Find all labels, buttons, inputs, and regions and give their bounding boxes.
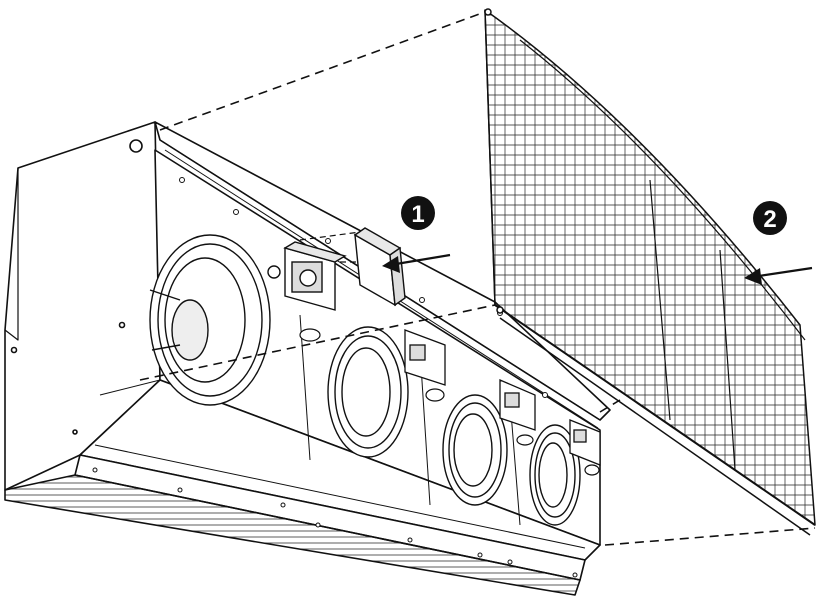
junction-box-3 (499, 379, 536, 431)
rail-screws (92, 177, 578, 578)
junction-box-cover (353, 227, 406, 307)
callout-2-label: 2 (763, 206, 776, 233)
fan-motor-1 (149, 234, 271, 406)
fan-motor-4 (529, 424, 581, 526)
circled-number-icon (753, 201, 787, 235)
callout-2: 2 (753, 201, 787, 235)
fan-motor-3 (442, 394, 508, 506)
callout-1: 1 (401, 196, 435, 230)
explosion-lines (139, 11, 816, 546)
junction-box-4 (569, 419, 601, 466)
cover-alignment-line (299, 231, 361, 263)
intake-grille (484, 8, 816, 536)
conduit-connectors (299, 328, 600, 476)
junction-box-main (267, 241, 347, 311)
callout-1-label: 1 (411, 201, 424, 228)
junction-box-2 (404, 329, 446, 386)
discharge-slot (4, 474, 581, 596)
arrow-left-icon (744, 266, 813, 285)
fan-motor-2 (327, 326, 409, 458)
circled-number-icon (401, 196, 435, 230)
arrow-left-icon (382, 253, 451, 273)
